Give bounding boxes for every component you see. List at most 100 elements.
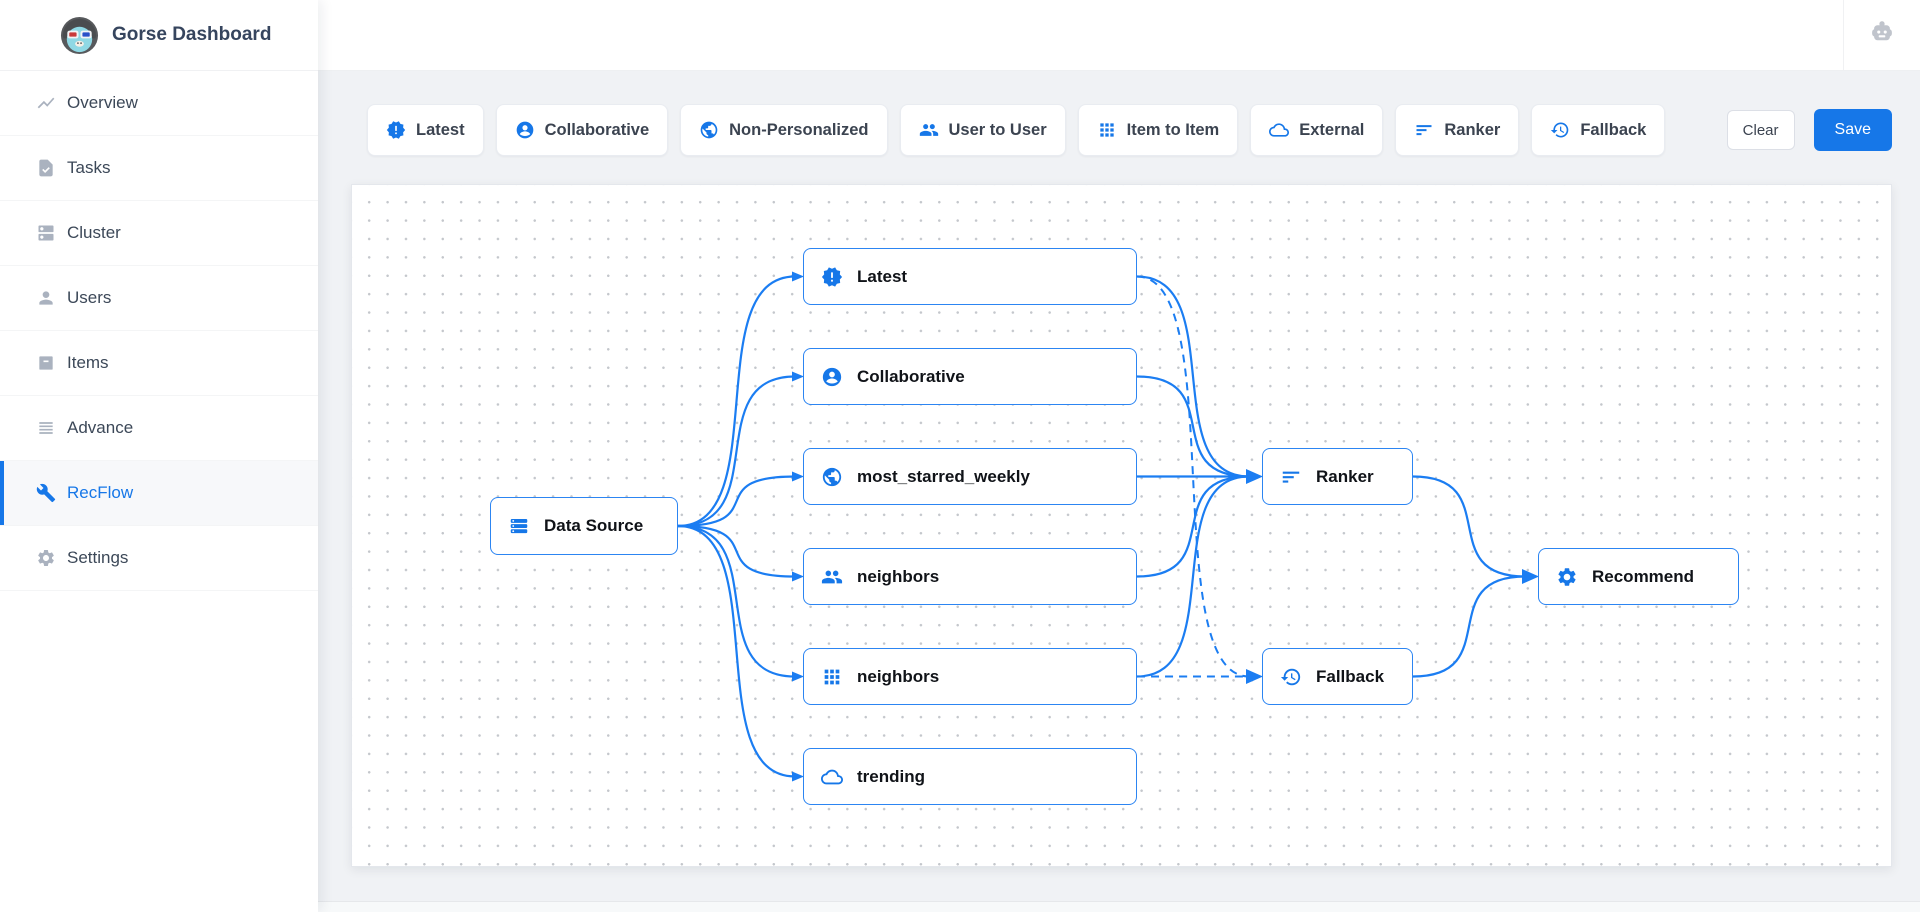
flow-node-recommend[interactable]: Recommend: [1538, 548, 1739, 605]
edge-datasource-to-most_starred_weekly: [677, 475, 796, 528]
toolbar-actions: Clear Save: [1726, 109, 1892, 151]
palette-button-fallback[interactable]: Fallback: [1531, 104, 1666, 156]
node-label: Data Source: [544, 516, 644, 535]
sidebar-item-recflow[interactable]: RecFlow: [0, 461, 318, 526]
palette-button-label: Item to Item: [1126, 120, 1220, 139]
sidebar-item-items[interactable]: Items: [0, 331, 318, 396]
edge-arrowhead-recommend: [1522, 569, 1539, 584]
node-label: Latest: [857, 266, 908, 286]
palette-button-label: Latest: [416, 120, 465, 139]
flow-node-collaborative[interactable]: Collaborative: [803, 348, 1137, 405]
history-icon: [1550, 120, 1570, 140]
clear-button[interactable]: Clear: [1726, 110, 1795, 150]
flow-node-trending[interactable]: trending: [803, 748, 1137, 805]
robot-icon: [1867, 18, 1897, 53]
edge-arrowhead-ranker: [1246, 469, 1263, 484]
task-file-icon: [36, 158, 56, 178]
user-icon: [36, 288, 56, 308]
people-icon: [821, 566, 843, 588]
sort-icon: [1280, 466, 1302, 488]
sidebar-item-cluster[interactable]: Cluster: [0, 201, 318, 266]
edge-arrowhead-trending: [792, 771, 804, 782]
sidebar-item-overview[interactable]: Overview: [0, 71, 318, 136]
edge-latest-to-ranker: [1136, 275, 1250, 478]
edge-ranker-to-recommend: [1412, 475, 1526, 578]
edge-arrowhead-latest: [792, 271, 804, 282]
sidebar-item-label: RecFlow: [67, 483, 134, 502]
node-label: neighbors: [857, 566, 940, 586]
globe-icon: [699, 120, 719, 140]
node-label: neighbors: [857, 666, 940, 686]
palette-button-external[interactable]: External: [1250, 104, 1384, 156]
node-label: Fallback: [1316, 666, 1385, 686]
wrench-icon: [36, 483, 56, 503]
sidebar-item-label: Advance: [67, 418, 134, 437]
sidebar-item-tasks[interactable]: Tasks: [0, 136, 318, 201]
flow-node-fallback[interactable]: Fallback: [1262, 648, 1413, 705]
cloud-icon: [821, 766, 843, 788]
palette-button-label: Ranker: [1444, 120, 1501, 139]
sidebar-item-label: Items: [67, 353, 109, 372]
palette-button-non-personalized[interactable]: Non-Personalized: [680, 104, 888, 156]
flow-node-most_starred_weekly[interactable]: most_starred_weekly: [803, 448, 1137, 505]
gorse-logo-icon: [60, 16, 99, 55]
assistant-button[interactable]: [1843, 0, 1920, 70]
node-label: Collaborative: [857, 366, 965, 386]
flow-node-ranker[interactable]: Ranker: [1262, 448, 1413, 505]
edge-arrowhead-neighbors_user: [792, 571, 804, 582]
history-icon: [1280, 666, 1302, 688]
sidebar-item-label: Overview: [67, 93, 138, 112]
footer-strip: [318, 901, 1920, 912]
cluster-icon: [36, 223, 56, 243]
edge-datasource-to-latest: [677, 275, 796, 528]
palette-button-label: User to User: [948, 120, 1047, 139]
edge-datasource-to-neighbors_item: [677, 524, 796, 678]
flow-node-latest[interactable]: Latest: [803, 248, 1137, 305]
edge-datasource-to-neighbors_user: [677, 524, 796, 578]
sidebar-item-label: Cluster: [67, 223, 121, 242]
edge-neighbors_user-to-ranker: [1136, 475, 1250, 578]
sidebar-item-users[interactable]: Users: [0, 266, 318, 331]
edge-neighbors_item-to-ranker: [1136, 475, 1250, 678]
new-releases-icon: [386, 120, 406, 140]
logo[interactable]: Gorse Dashboard: [0, 0, 318, 71]
palette-button-collaborative[interactable]: Collaborative: [495, 104, 669, 156]
flow-node-neighbors_item[interactable]: neighbors: [803, 648, 1137, 705]
flow-node-neighbors_user[interactable]: neighbors: [803, 548, 1137, 605]
node-label: Ranker: [1316, 466, 1374, 486]
list-icon: [508, 515, 530, 537]
person-circle-icon: [821, 366, 843, 388]
chart-line-icon: [36, 93, 56, 113]
sidebar-item-label: Settings: [67, 548, 129, 567]
flow-toolbar: Latest Collaborative Non-Personalized User …: [351, 104, 1892, 156]
sidebar-item-advance[interactable]: Advance: [0, 396, 318, 461]
palette-button-item-to-item[interactable]: Item to Item: [1077, 104, 1239, 156]
grid-icon: [1097, 120, 1117, 140]
palette-button-ranker[interactable]: Ranker: [1395, 104, 1520, 156]
lines-icon: [36, 418, 56, 438]
globe-icon: [821, 466, 843, 488]
palette-button-latest[interactable]: Latest: [367, 104, 484, 156]
sidebar-item-label: Users: [67, 288, 112, 307]
palette-button-label: Fallback: [1580, 120, 1647, 139]
flow-node-datasource[interactable]: Data Source: [490, 497, 678, 555]
edge-arrowhead-most_starred_weekly: [792, 471, 804, 482]
palette-button-user-to-user[interactable]: User to User: [899, 104, 1066, 156]
save-button[interactable]: Save: [1813, 109, 1892, 151]
new-releases-icon: [821, 266, 843, 288]
edge-collaborative-to-ranker: [1136, 375, 1250, 478]
edge-datasource-to-trending: [677, 524, 796, 778]
cloud-icon: [1269, 120, 1290, 140]
palette-button-label: Collaborative: [544, 120, 650, 139]
item-box-icon: [36, 353, 56, 373]
node-label: trending: [857, 766, 925, 786]
sort-icon: [1414, 120, 1434, 140]
sidebar-item-settings[interactable]: Settings: [0, 526, 318, 591]
node-label: most_starred_weekly: [857, 466, 1030, 486]
